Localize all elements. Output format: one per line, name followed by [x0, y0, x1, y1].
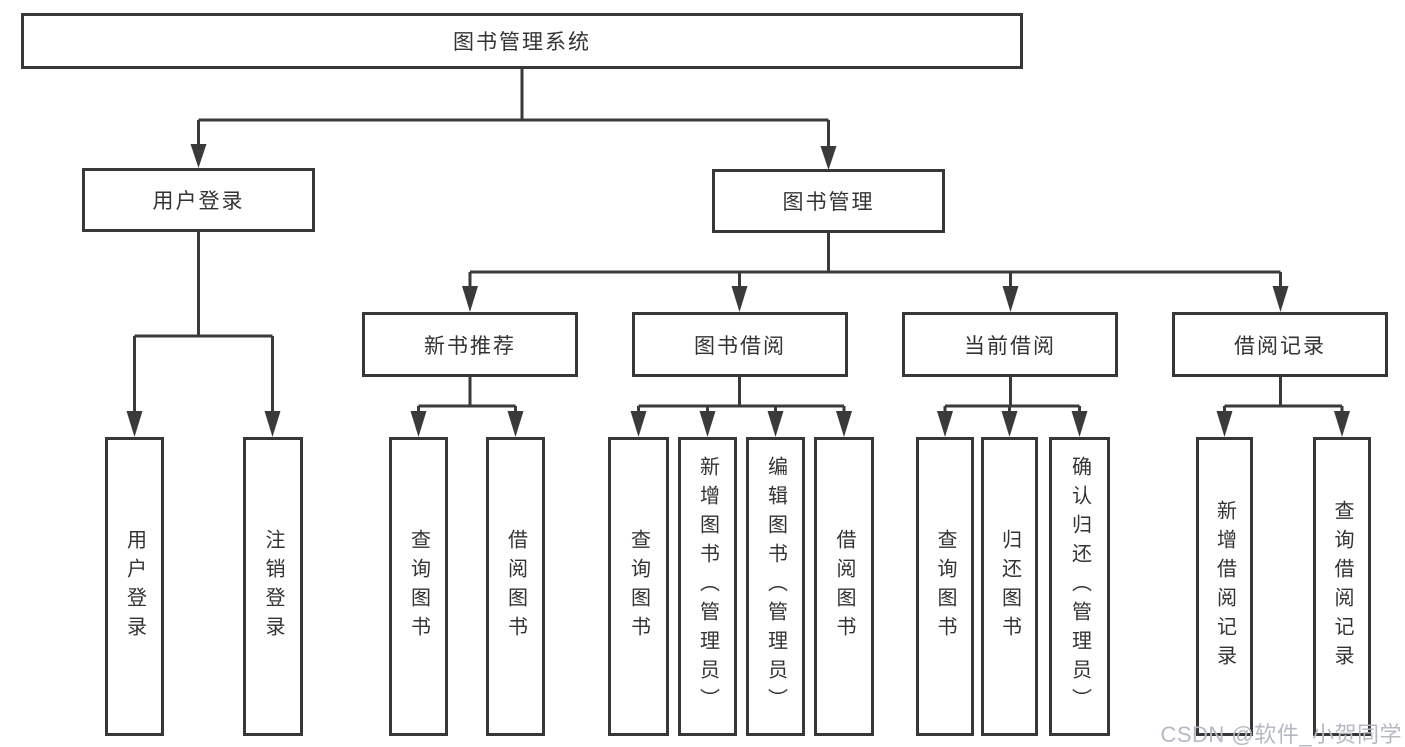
node-label: 图书管理 — [782, 191, 875, 214]
node-label: 当前借阅 — [964, 334, 1056, 358]
node-label: 用户登录 — [123, 528, 146, 645]
leaf-borrow-books-recommend: 借阅图书 — [486, 437, 545, 736]
node-label: 新增图书（管理员） — [696, 456, 719, 717]
leaf-logout: 注销登录 — [243, 437, 303, 736]
node-label: 查询借阅记录 — [1331, 499, 1353, 674]
leaf-user-login: 用户登录 — [105, 437, 164, 736]
leaf-search-books-current: 查询图书 — [916, 437, 974, 736]
leaf-return-books: 归还图书 — [981, 437, 1038, 736]
node-label: 编辑图书（管理员） — [764, 456, 787, 717]
node-label: 查询图书 — [627, 528, 650, 645]
node-label: 借阅记录 — [1234, 334, 1326, 358]
node-label: 图书借阅 — [694, 334, 786, 358]
node-label: 借阅图书 — [504, 528, 527, 645]
leaf-borrow-books: 借阅图书 — [814, 437, 874, 736]
node-label: 新增借阅记录 — [1213, 499, 1236, 674]
node-label: 借阅图书 — [833, 528, 855, 645]
node-label: 查询图书 — [407, 528, 430, 645]
node-library-system: 图书管理系统 — [21, 13, 1023, 69]
node-label: 用户登录 — [152, 190, 245, 213]
csdn-watermark: CSDN @软件_小贺同学 — [1160, 722, 1402, 747]
node-label: 确认归还（管理员） — [1068, 456, 1091, 717]
leaf-add-books-admin: 新增图书（管理员） — [678, 437, 737, 736]
leaf-edit-books-admin: 编辑图书（管理员） — [746, 437, 805, 736]
node-book-management: 图书管理 — [712, 169, 945, 233]
node-current-borrowing: 当前借阅 — [902, 312, 1118, 377]
node-label: 查询图书 — [934, 528, 956, 645]
leaf-search-books-recommend: 查询图书 — [389, 437, 448, 736]
leaf-add-borrow-record: 新增借阅记录 — [1196, 437, 1253, 736]
node-label: 注销登录 — [262, 528, 284, 645]
leaf-search-borrow-record: 查询借阅记录 — [1313, 437, 1371, 736]
node-label: 图书管理系统 — [453, 31, 591, 54]
leaf-confirm-return-admin: 确认归还（管理员） — [1049, 437, 1110, 736]
node-label: 新书推荐 — [424, 334, 516, 358]
node-borrowing-records: 借阅记录 — [1172, 312, 1388, 377]
node-user-login: 用户登录 — [82, 168, 315, 232]
leaf-search-books-borrowing: 查询图书 — [608, 437, 669, 736]
node-label: 归还图书 — [998, 528, 1021, 645]
node-book-borrowing: 图书借阅 — [632, 312, 848, 377]
node-new-book-recommendation: 新书推荐 — [362, 312, 578, 377]
